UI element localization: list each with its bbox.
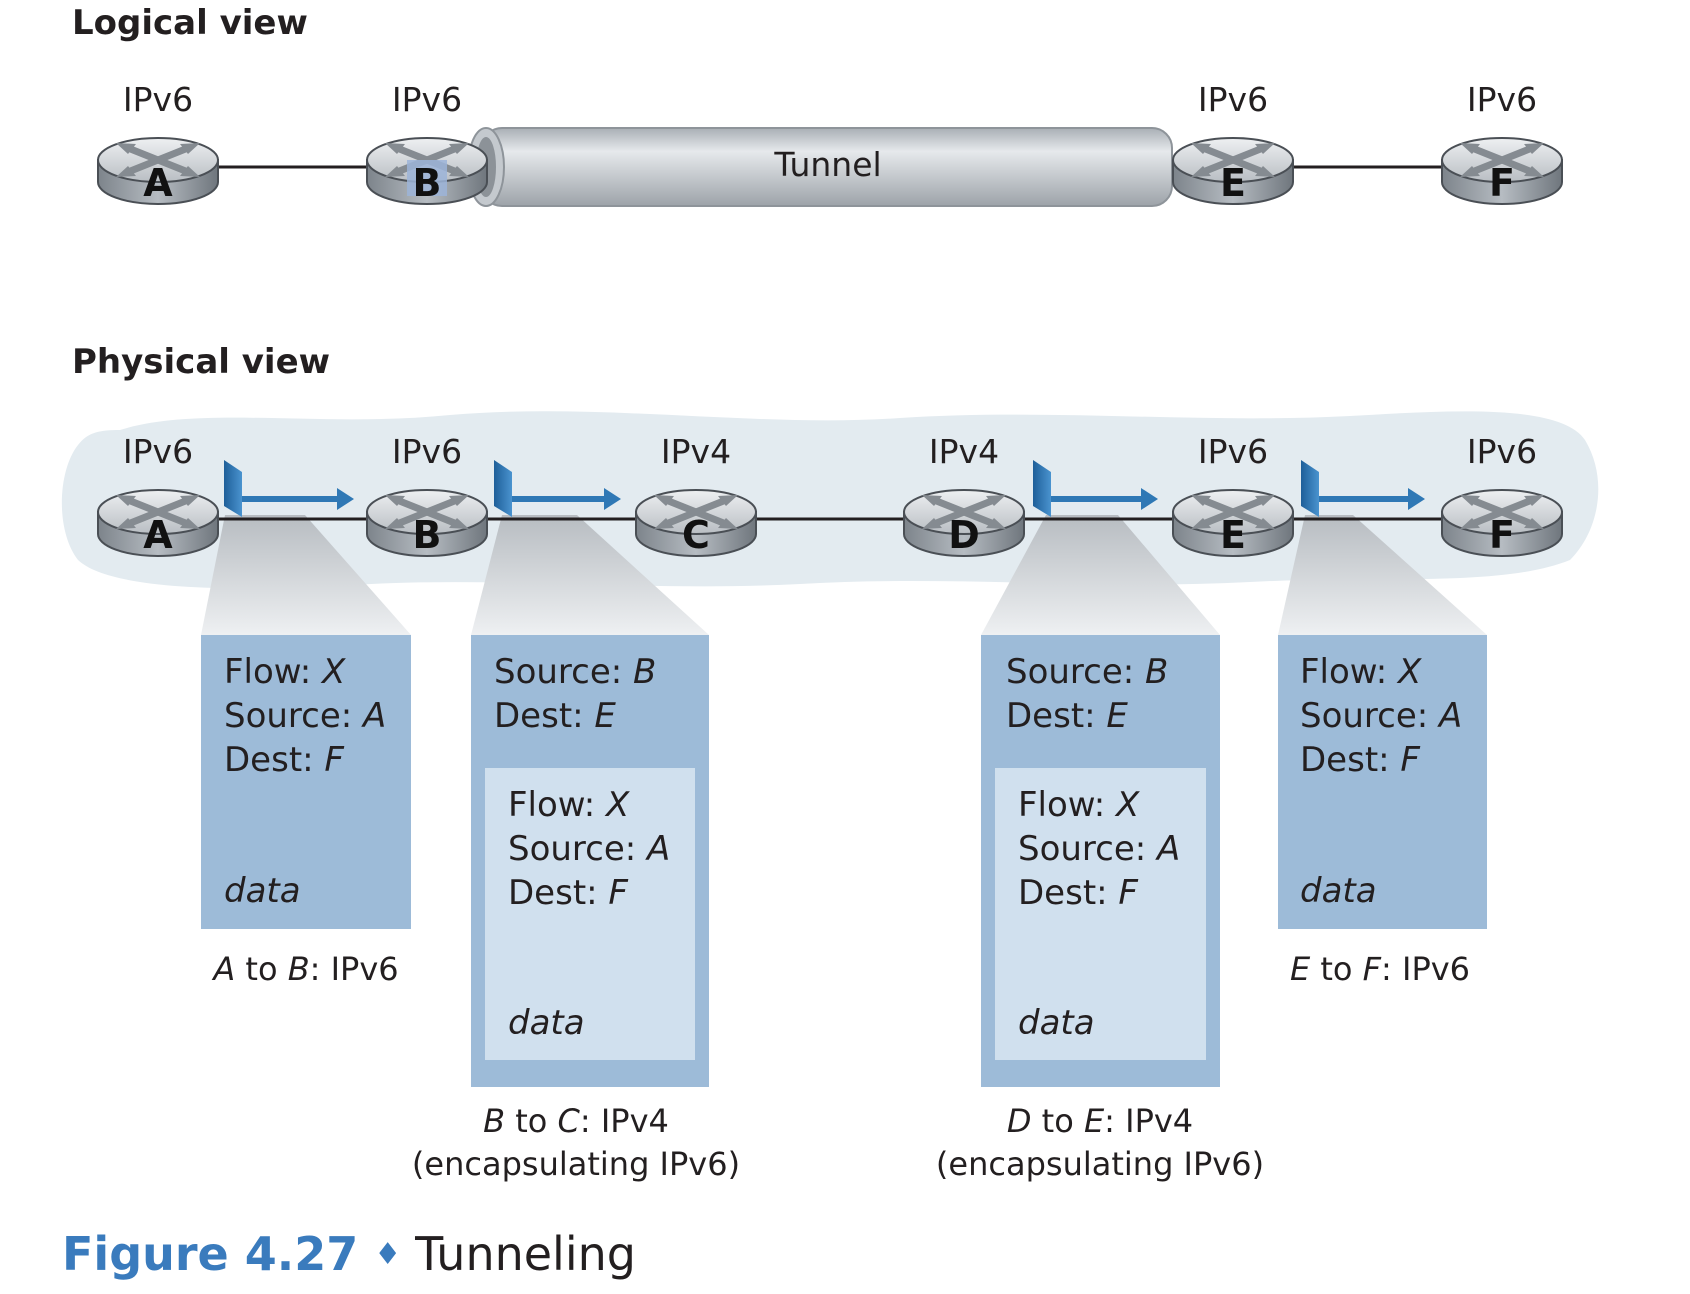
packet-flag-icon: [494, 460, 621, 517]
packet-e-to-f: Flow: X Source: A Dest: F data E to F: I…: [1278, 635, 1487, 988]
logical-router-a: A: [98, 138, 218, 205]
router-label: B: [413, 513, 442, 557]
ipv6-datagram: [201, 635, 411, 929]
packet-flag-icon: [1033, 460, 1158, 517]
router-label: C: [682, 513, 710, 557]
packet-field: Dest: F: [1300, 740, 1420, 780]
packet-field: Dest: F: [508, 873, 628, 913]
packet-flag-icon: [224, 460, 354, 517]
router-highlight: [407, 160, 447, 196]
packet-field: Flow: X: [224, 652, 346, 692]
packet-payload: data: [224, 871, 301, 911]
physical-router-a: A: [98, 490, 218, 557]
router-protocol-label: IPv6: [1467, 432, 1537, 471]
packet-field: Dest: E: [1006, 696, 1128, 736]
packet-caption: D to E: IPv4: [1007, 1102, 1193, 1140]
physical-router-e: E: [1173, 490, 1293, 557]
packet-b-to-c: Source: B Dest: E Flow: X Source: A Dest…: [412, 635, 740, 1183]
packet-d-to-e: Source: B Dest: E Flow: X Source: A Dest…: [936, 635, 1264, 1183]
packet-a-to-b: Flow: X Source: A Dest: F data A to B: I…: [201, 635, 411, 988]
packet-field: Source: A: [224, 696, 386, 736]
packet-field: Flow: X: [508, 785, 630, 825]
packet-field: Source: A: [1018, 829, 1180, 869]
encapsulated-ipv6-datagram: [485, 768, 695, 1060]
packet-payload: data: [1300, 871, 1377, 911]
figure-caption: Figure 4.27 ♦ Tunneling: [62, 1227, 636, 1281]
packet-flow-arrows: [224, 460, 1425, 517]
physical-protocol-labels: IPv6 IPv6 IPv4 IPv4 IPv6 IPv6: [123, 432, 1537, 471]
svg-text:Figure 4.27♦Tunneling: Figure 4.27 ♦ Tunneling: [62, 1227, 636, 1281]
packet-field: Source: A: [508, 829, 670, 869]
packet-caption-line2: (encapsulating IPv6): [412, 1145, 740, 1183]
router-label: B: [413, 161, 442, 205]
physical-router-b: B: [367, 490, 487, 557]
packet-caption: E to F: IPv6: [1290, 950, 1470, 988]
physical-router-f: F: [1442, 490, 1562, 557]
packet-caption: B to C: IPv4: [483, 1102, 669, 1140]
logical-router-b: B: [367, 138, 487, 205]
router-label: E: [1220, 513, 1246, 557]
router-protocol-label: IPv6: [123, 432, 193, 471]
router-label: E: [1220, 161, 1246, 205]
router-label: A: [143, 513, 173, 557]
router-protocol-label: IPv6: [1198, 80, 1268, 119]
router-protocol-label: IPv6: [1467, 80, 1537, 119]
packet-field: Source: A: [1300, 696, 1462, 736]
logical-view-heading: Logical view: [72, 3, 308, 43]
router-protocol-label: IPv6: [392, 432, 462, 471]
packet-field: Flow: X: [1300, 652, 1422, 692]
figure-title: Tunneling: [414, 1227, 636, 1281]
router-label: F: [1489, 513, 1515, 557]
router-protocol-label: IPv4: [661, 432, 731, 471]
physical-router-c: C: [636, 490, 756, 557]
packet-field: Source: B: [494, 652, 656, 692]
router-label: F: [1489, 161, 1515, 205]
router-protocol-label: IPv6: [392, 80, 462, 119]
figure-number: Figure 4.27: [62, 1227, 358, 1281]
packet-caption-line2: (encapsulating IPv6): [936, 1145, 1264, 1183]
router-label: D: [948, 513, 980, 557]
packet-field: Source: B: [1006, 652, 1168, 692]
router-protocol-label: IPv4: [929, 432, 999, 471]
physical-router-d: D: [904, 490, 1024, 557]
packet-payload: data: [508, 1003, 585, 1043]
logical-router-e: E: [1173, 138, 1293, 205]
router-protocol-label: IPv6: [123, 80, 193, 119]
packet-payload: data: [1018, 1003, 1095, 1043]
packet-caption: A to B: IPv6: [211, 950, 398, 988]
packet-field: Dest: F: [224, 740, 344, 780]
logical-protocol-labels: IPv6 IPv6 IPv6 IPv6: [123, 80, 1537, 119]
diamond-icon: ♦: [374, 1237, 401, 1272]
logical-router-f: F: [1442, 138, 1562, 205]
ipv6-datagram: [1278, 635, 1487, 929]
router-protocol-label: IPv6: [1198, 432, 1268, 471]
packet-field: Dest: F: [1018, 873, 1138, 913]
encapsulated-ipv6-datagram: [995, 768, 1206, 1060]
tunnel-label: Tunnel: [773, 145, 881, 184]
packet-field: Dest: E: [494, 696, 616, 736]
physical-view-heading: Physical view: [72, 342, 330, 382]
packet-flag-icon: [1301, 460, 1425, 517]
packet-field: Flow: X: [1018, 785, 1140, 825]
tunnel: Tunnel: [467, 127, 1173, 207]
packet-callout-wedges: [201, 515, 1487, 635]
router-label: A: [143, 161, 173, 205]
